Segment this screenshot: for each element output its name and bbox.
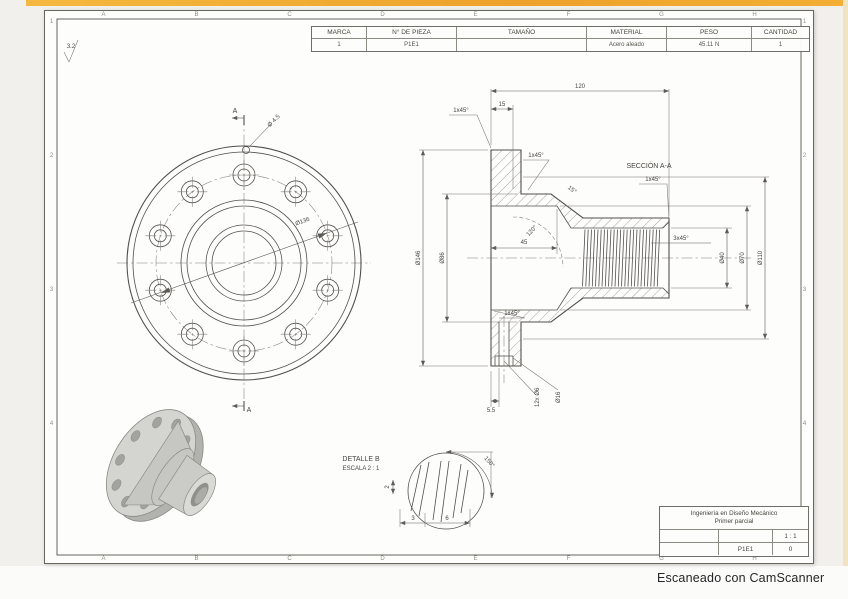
cone-angle: 120° [526,224,539,238]
tb-header-peso: PESO [667,27,752,39]
isometric-view [105,409,216,522]
detail-title: DETALLE B [342,456,380,463]
tb-header-tamano: TAMAÑO [457,27,587,39]
hub-circle-2 [186,205,302,321]
cone-angle-arc [512,216,564,268]
tb-cell-blank [660,530,719,542]
thread-chamfer-note: 3x45° [673,236,689,242]
cbore-note: Ø16 [556,391,562,403]
scan-margin-bottom [0,566,848,599]
pin-hole-leader [248,123,272,148]
chamfer-note-b: 1x45° [528,153,544,159]
tb-scale: 1 : 1 [784,532,797,540]
section-view: SECCIÓN A-A 120 15 1x45° 1x45° 1x45° 1x4… [416,84,769,414]
dia-86: Ø86 [440,252,446,264]
tb-revision: 0 [788,545,793,553]
dia-146: Ø146 [416,250,422,265]
flange-outer-circle-2 [132,151,356,375]
dia-70: Ø70 [740,252,746,264]
detail-angle-arc [445,449,495,499]
tb-part-number: P1E1 [719,543,773,555]
extension-lines [419,89,769,407]
scan-edge-strip-right [843,0,848,568]
tb-value-material: Acero aleado [587,39,667,51]
section-outline [490,149,670,367]
tb-value-marca: 1 [312,39,367,51]
detail-angle: 150° [482,456,495,470]
bore-circle [205,224,283,302]
tb-header-material: MATERIAL [587,27,667,39]
chamfer-note-a: 1x45° [453,108,469,114]
dim-hole-offset: 5.5 [487,408,496,414]
sheet-inner-frame [56,18,802,556]
hub-circle [180,199,308,327]
section-letter-bottom: A [247,407,252,414]
tb-header-cantidad: CANTIDAD [752,27,809,39]
detail-scale: ESCALA 2 : 1 [343,466,380,472]
surface-finish-value: 3.2 [67,44,76,50]
dim-step: 15 [499,102,506,108]
tb-value-peso: 45.11 N [667,39,752,51]
bore-outline [491,205,663,311]
hatch-upper [491,150,669,228]
dim-arrow [317,233,327,239]
dia-40: Ø40 [720,252,726,264]
tb-header-pieza: N° DE PIEZA [367,27,457,39]
tb-exam-title: Primer parcial [714,518,754,525]
tb-header-marca: MARCA [312,27,367,39]
scan-edge-strip-top [26,0,848,6]
pin-hole-callout: Ø 4.5 [267,114,282,129]
dim-arrow [161,287,171,293]
tb-value-cantidad: 1 [778,42,783,48]
detail-dim-2: 2 [385,485,391,489]
section-label: SECCIÓN A-A [626,161,671,170]
dim-overall-length: 120 [575,84,586,90]
front-view: A A [117,108,371,414]
detail-dim-3: 3 [411,516,415,522]
detail-b-view: DETALLE B ESCALA 2 : 1 150° 3 6 2 [342,449,496,530]
tb-value-pieza: P1E1 [367,39,457,51]
dia-110: Ø110 [758,250,764,265]
surface-finish-symbol: 3.2 [63,39,79,63]
taper-angle: 15° [566,185,577,196]
technical-drawing-canvas: 3.2 A A [56,18,802,556]
thread-entry-chamfer [662,221,670,295]
camscanner-watermark: Escaneado con CamScanner [657,571,825,585]
tb-course-title: Ingeniería en Diseño Mecánico [690,510,778,518]
hole-dim-leaders [503,357,559,396]
iso-thread-inner [194,487,208,504]
holes-note: 12x Ø6 [535,387,541,407]
chamfer-note-d: 1x45° [504,311,520,317]
pin-hole [242,146,250,154]
thread-circle [211,230,277,296]
chamfer-leaders [449,114,670,319]
detail-dim-6: 6 [445,516,449,522]
detail-thread-profile [410,460,469,523]
chamfer-note-c: 1x45° [645,177,661,183]
tb-value-tamano [457,39,587,51]
title-block-top: MARCA N° DE PIEZA TAMAÑO MATERIAL PESO C… [311,26,810,52]
tb-cell-blank [719,530,773,542]
bolt-circle-dim: Ø136 [295,217,311,228]
dimension-lines [420,88,768,404]
bolt-hole-section [494,322,514,366]
section-letter-top: A [233,108,238,115]
flange-outer-circle [126,145,362,381]
dim-bore-depth: 45 [521,240,528,246]
tb-cell-blank [660,543,719,555]
title-block-bottom: Ingeniería en Diseño Mecánico Primer par… [659,506,809,557]
